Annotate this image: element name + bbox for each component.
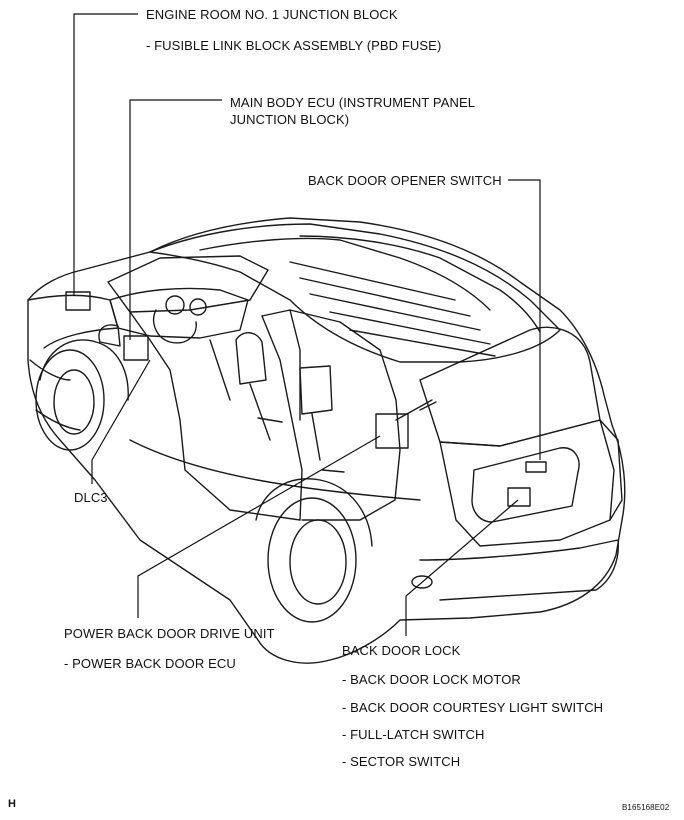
label-main-body-ecu-line1: MAIN BODY ECU (INSTRUMENT PANEL: [230, 95, 476, 110]
label-sector-switch: - SECTOR SWITCH: [342, 754, 461, 769]
label-back-door-lock-motor: - BACK DOOR LOCK MOTOR: [342, 672, 521, 687]
side-character-line: [129, 439, 421, 501]
windshield: [107, 255, 269, 313]
tail-lamp-right: [599, 419, 623, 521]
label-back-door-lock: BACK DOOR LOCK: [342, 643, 461, 658]
b-pillar: [261, 309, 301, 421]
vehicle-body-outline: [27, 217, 626, 664]
back-door-opener-switch: [525, 461, 547, 473]
drive-unit-arm: [395, 399, 437, 421]
rear-bumper: [419, 539, 619, 601]
interior-lines: [209, 339, 321, 461]
license-plate-recess: [471, 447, 580, 523]
front-bumper: [29, 359, 81, 431]
rear-wheel-arch: [255, 478, 373, 547]
label-courtesy-light-switch: - BACK DOOR COURTESY LIGHT SWITCH: [342, 700, 604, 715]
rear-window: [419, 326, 601, 447]
leader-back-door-opener: [508, 179, 541, 460]
front-tire: [35, 349, 105, 451]
rear-door-handle: [321, 469, 345, 473]
seat-rear: [299, 365, 333, 415]
gauge-left: [165, 295, 185, 315]
fog-lamp: [411, 575, 433, 589]
seat-front: [235, 332, 267, 385]
front-wheel-arch: [39, 339, 129, 401]
corner-mark-h: H: [8, 798, 17, 810]
rear-rim: [289, 519, 347, 605]
roof-rail-left: [199, 237, 491, 311]
main-body-ecu: [123, 335, 149, 361]
leader-back-door-lock: [405, 499, 519, 636]
back-door-lock: [507, 487, 531, 507]
label-fusible-link: - FUSIBLE LINK BLOCK ASSEMBLY (PBD FUSE): [146, 38, 442, 53]
power-back-door-drive-unit: [375, 413, 409, 449]
label-back-door-opener: BACK DOOR OPENER SWITCH: [308, 173, 502, 188]
label-engine-room: ENGINE ROOM NO. 1 JUNCTION BLOCK: [146, 7, 398, 22]
hood: [27, 294, 119, 349]
leader-dlc3: [91, 359, 151, 484]
label-main-body-ecu-line2: JUNCTION BLOCK): [230, 112, 350, 127]
roof-ribs: [289, 261, 496, 357]
front-rim: [53, 369, 95, 435]
mirror: [98, 324, 121, 347]
roof-outline: [149, 223, 561, 363]
engine-room-junction-block: [65, 291, 91, 311]
front-door-handle: [257, 417, 283, 423]
label-power-back-door-drive: POWER BACK DOOR DRIVE UNIT: [64, 626, 275, 641]
front-door-frame: [129, 311, 303, 521]
tailgate: [439, 419, 615, 547]
label-dlc3: DLC3: [74, 490, 108, 505]
leader-main-body-ecu: [129, 99, 222, 340]
roof-rail-right: [299, 235, 541, 333]
steering-wheel: [152, 309, 197, 344]
leader-engine-room: [73, 13, 138, 296]
label-full-latch-switch: - FULL-LATCH SWITCH: [342, 727, 485, 742]
rear-tire: [267, 497, 357, 623]
label-power-back-door-ecu: - POWER BACK DOOR ECU: [64, 656, 236, 671]
dashboard: [109, 287, 249, 339]
leader-power-back-door: [137, 435, 381, 618]
figure-code: B165168E02: [622, 803, 670, 812]
gauge-right: [189, 298, 207, 316]
